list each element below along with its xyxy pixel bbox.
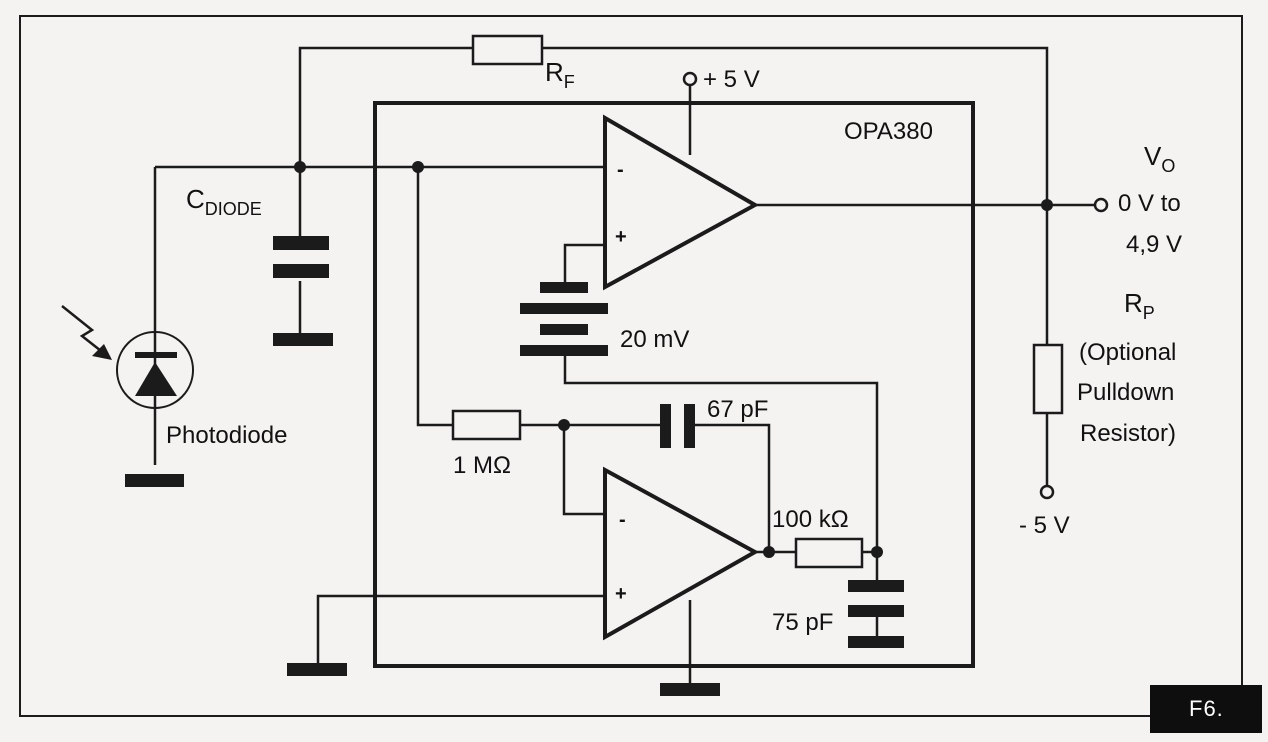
figure-tag: F6. — [1150, 685, 1262, 733]
bottom-opamp-plus: + — [615, 583, 627, 605]
outer-frame — [19, 15, 1243, 717]
rf-feedback-path — [298, 34, 1049, 205]
vo-range-line2: 4,9 V — [1126, 231, 1182, 258]
r-100k-label: 100 kΩ — [772, 506, 849, 533]
top-opamp-plus: + — [615, 226, 627, 248]
c-75pf-label: 75 pF — [772, 609, 833, 636]
svg-text:F6.: F6. — [1189, 696, 1224, 721]
rp-label: RP — [1124, 288, 1155, 323]
compensation-network — [451, 404, 771, 552]
vo-label: VO — [1144, 141, 1175, 176]
rp-pulldown — [1032, 205, 1064, 500]
top-opamp-minus: - — [617, 159, 624, 181]
r-1m-label: 1 MΩ — [453, 452, 511, 479]
vo-range-line1: 0 V to — [1118, 190, 1181, 217]
vminus-label: - 5 V — [1019, 512, 1070, 539]
photodiode-label: Photodiode — [166, 422, 287, 449]
bottom-opamp-minus: - — [619, 509, 626, 531]
rp-note-line1: (Optional — [1079, 339, 1176, 366]
input-node-wires — [153, 161, 605, 427]
rf-resistor — [471, 34, 544, 66]
opa380-label: OPA380 — [844, 118, 933, 145]
vplus-label: + 5 V — [703, 66, 760, 93]
cdiode-capacitor — [273, 236, 333, 346]
rf-label: RF — [545, 57, 575, 92]
bottom-opamp — [287, 466, 904, 696]
offset-voltage-label: 20 mV — [620, 326, 689, 353]
photodiode-symbol — [61, 305, 194, 487]
c-67pf-label: 67 pF — [707, 396, 768, 423]
cdiode-label: CDIODE — [186, 184, 262, 219]
top-opamp — [563, 71, 1109, 291]
opa380-box — [373, 101, 975, 668]
offset-battery — [520, 282, 879, 552]
rp-note-line2: Pulldown — [1077, 379, 1174, 406]
rp-note-line3: Resistor) — [1080, 420, 1176, 447]
